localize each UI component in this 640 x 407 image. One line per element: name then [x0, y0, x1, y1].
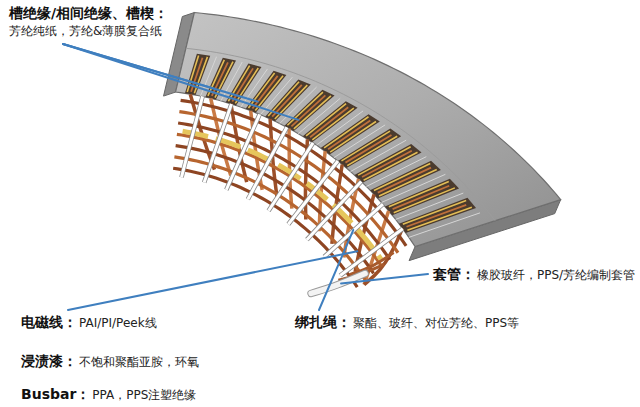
- slot-copper: [291, 95, 325, 126]
- slot-copper: [328, 120, 370, 149]
- copper-bundle: [178, 123, 390, 260]
- binding-cord: [181, 96, 202, 177]
- slot-copper: [345, 135, 391, 163]
- material-callout: 绑扎绳：聚酯、玻纤、对位芳纶、PPS等: [294, 312, 520, 332]
- leader-line: [341, 274, 428, 283]
- lead-wire: [350, 253, 394, 275]
- tooth-edge: [409, 213, 480, 237]
- tooth-edge: [280, 87, 317, 123]
- slot-insulation: [268, 82, 307, 119]
- end-windings: [173, 94, 406, 293]
- part-heading: 槽绝缘/相间绝缘、槽楔：: [8, 4, 169, 22]
- sleeve-edge: [311, 273, 365, 293]
- insulation-sleeve: [311, 273, 365, 293]
- part-heading: 套管：: [432, 266, 476, 282]
- binding-cord-edge: [204, 104, 231, 182]
- copper-bundle: [181, 100, 406, 246]
- leader-lines: [63, 44, 428, 310]
- coil-loop: [364, 228, 402, 284]
- slot-copper: [310, 107, 348, 137]
- tooth-edge: [366, 157, 426, 187]
- slot-copper: [252, 76, 277, 109]
- binding-cord: [226, 114, 259, 189]
- tooth-edge: [316, 111, 363, 145]
- part-heading: 浸渍漆：: [20, 353, 78, 369]
- copper-bundle: [179, 112, 398, 253]
- slot-copper: [407, 205, 467, 227]
- leader-line: [68, 251, 357, 310]
- slot-copper: [362, 151, 412, 177]
- slot-insulation: [287, 92, 331, 129]
- coil-loop: [289, 128, 292, 208]
- binding-cord: [248, 127, 287, 199]
- tooth-edge: [334, 125, 385, 158]
- material-callout: 套管：橡胶玻纤，PPS/芳纶编制套管: [432, 264, 636, 284]
- slot-insulation: [403, 200, 472, 230]
- part-heading: 绑扎绳：: [294, 314, 352, 330]
- binding-cord-edge: [226, 114, 259, 189]
- tooth-edge: [381, 174, 445, 202]
- copper-bundle: [177, 134, 382, 266]
- phase-insulation-strip: [183, 131, 382, 259]
- material-list: 芳纶纯纸，芳纶&薄膜复合纸: [8, 22, 169, 40]
- slot-insulation: [306, 104, 354, 140]
- slot-insulation: [358, 147, 417, 181]
- stator-drawing: [164, 13, 561, 294]
- material-callout: Busbar：PPA，PPS注塑绝缘: [20, 384, 197, 404]
- tooth-edge: [350, 140, 406, 171]
- slot-copper: [378, 168, 431, 193]
- binding-cord: [204, 104, 231, 182]
- material-list: 不饱和聚酯亚胺，环氧: [78, 355, 200, 369]
- material-list: PPA，PPS注塑绝缘: [91, 388, 197, 402]
- material-callout: 浸渍漆：不饱和聚酯亚胺，环氧: [20, 351, 200, 371]
- material-list: 橡胶玻纤，PPS/芳纶编制套管: [476, 268, 636, 282]
- material-callout: 电磁线：PAI/PI/Peek线: [20, 312, 158, 332]
- part-heading: Busbar：: [20, 386, 91, 402]
- leader-line: [63, 44, 299, 120]
- tooth-edge: [396, 193, 464, 219]
- material-callout: 槽绝缘/相间绝缘、槽楔：芳纶纯纸，芳纶&薄膜复合纸: [8, 4, 169, 40]
- slot-copper: [393, 186, 450, 209]
- material-list: PAI/PI/Peek线: [78, 316, 158, 330]
- material-list: 聚酯、玻纤、对位芳纶、PPS等: [352, 316, 520, 330]
- part-heading: 电磁线：: [20, 314, 78, 330]
- binding-cord-edge: [181, 96, 202, 177]
- leader-line: [319, 230, 353, 310]
- core-slot: [185, 54, 210, 95]
- tooth-edge: [298, 98, 340, 133]
